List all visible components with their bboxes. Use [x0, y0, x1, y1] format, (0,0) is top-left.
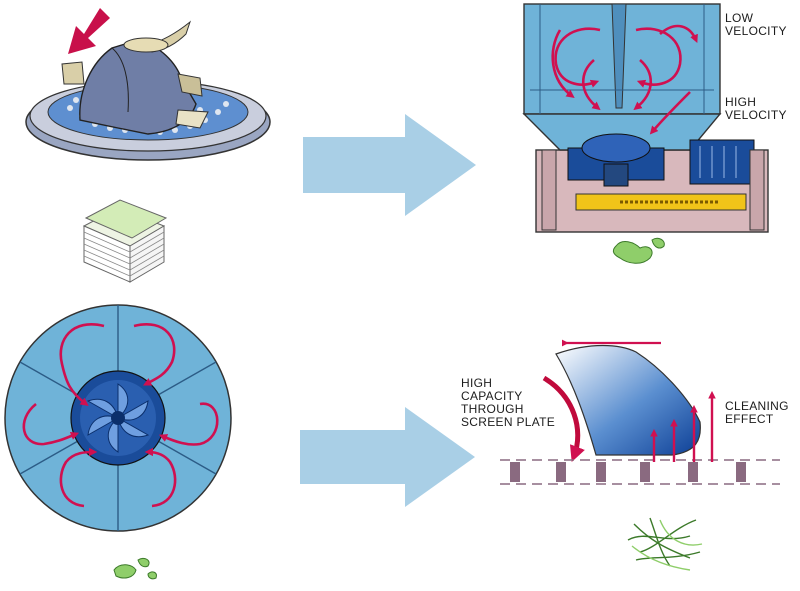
screen-plate [500, 459, 780, 485]
low-velocity-label: LOW VELOCITY [725, 11, 787, 38]
flow-arrow-top [303, 114, 476, 216]
pulp-fragment-icon [612, 237, 665, 264]
cleaning-effect-arrows [650, 390, 716, 462]
foil-blade [542, 339, 701, 462]
high-velocity-label: HIGH VELOCITY [725, 95, 787, 122]
fiber-bundle-icon [627, 517, 703, 571]
flow-arrow-bottom [300, 407, 475, 507]
pulper-tank-section [522, 3, 769, 233]
pulper-illustration [25, 8, 271, 161]
paper-stack-icon [82, 199, 168, 283]
high-capacity-arrow [542, 375, 585, 462]
high-capacity-label: HIGH CAPACITY THROUGH SCREEN PLATE [461, 376, 556, 429]
pulp-fragment-icon-small [113, 557, 157, 580]
cleaning-effect-label: CLEANING EFFECT [725, 399, 789, 426]
rotor-top-view [4, 304, 232, 532]
